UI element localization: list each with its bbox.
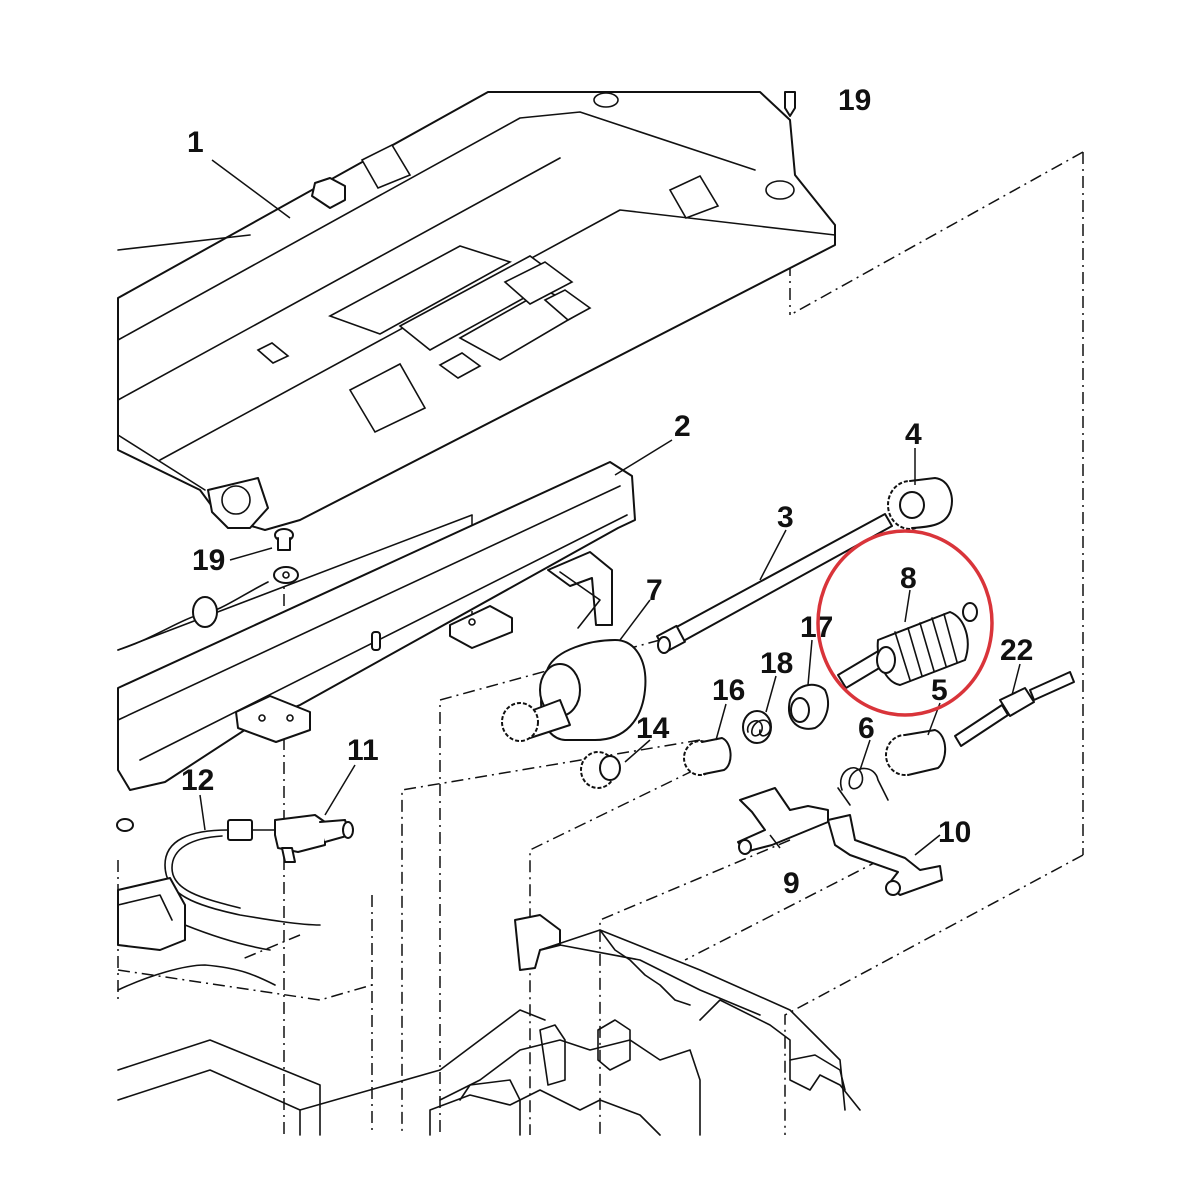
bushing-17 bbox=[788, 683, 829, 730]
label-part-12: 12 bbox=[181, 764, 214, 797]
label-part-6: 6 bbox=[858, 712, 875, 745]
arm-10 bbox=[827, 814, 943, 896]
label-part-4: 4 bbox=[905, 418, 922, 451]
lever-9 bbox=[737, 787, 829, 855]
label-part-11: 11 bbox=[347, 734, 379, 767]
gear-16 bbox=[683, 737, 732, 776]
highlight-circle bbox=[816, 529, 994, 717]
label-part-2: 2 bbox=[674, 410, 691, 443]
label-part-19-top: 19 bbox=[838, 84, 871, 117]
top-cover-plate bbox=[117, 91, 836, 531]
label-part-14: 14 bbox=[636, 712, 670, 745]
label-part-3: 3 bbox=[777, 501, 794, 534]
shaft-3 bbox=[656, 513, 893, 654]
label-part-9: 9 bbox=[783, 867, 800, 900]
label-part-10: 10 bbox=[938, 816, 971, 849]
frame-rail bbox=[117, 461, 636, 791]
label-part-22: 22 bbox=[1000, 634, 1033, 667]
ground-wire bbox=[117, 566, 299, 651]
label-part-5: 5 bbox=[931, 674, 948, 707]
gear-4 bbox=[887, 477, 953, 530]
roller-7 bbox=[501, 639, 647, 742]
gear-14 bbox=[580, 751, 621, 789]
spring-6 bbox=[837, 767, 889, 806]
screw-19-left bbox=[274, 528, 294, 551]
label-part-19-left: 19 bbox=[192, 544, 225, 577]
spring-18 bbox=[742, 710, 772, 744]
part-labels: 1 2 3 4 5 6 7 8 9 10 11 12 14 16 17 18 1… bbox=[181, 84, 1033, 900]
roller-8 bbox=[837, 602, 978, 689]
lower-chassis bbox=[117, 914, 861, 1136]
screw-19-top bbox=[784, 91, 796, 117]
label-part-7: 7 bbox=[646, 574, 663, 607]
connector-block bbox=[116, 818, 276, 991]
label-part-8: 8 bbox=[900, 562, 917, 595]
leader-lines bbox=[199, 159, 1021, 856]
gear-5 bbox=[885, 729, 947, 776]
pin-22 bbox=[954, 671, 1075, 747]
label-part-16: 16 bbox=[712, 674, 745, 707]
sensor-11 bbox=[274, 814, 354, 863]
label-part-1: 1 bbox=[187, 126, 204, 159]
label-part-18: 18 bbox=[760, 647, 793, 680]
cable-12 bbox=[164, 819, 321, 926]
